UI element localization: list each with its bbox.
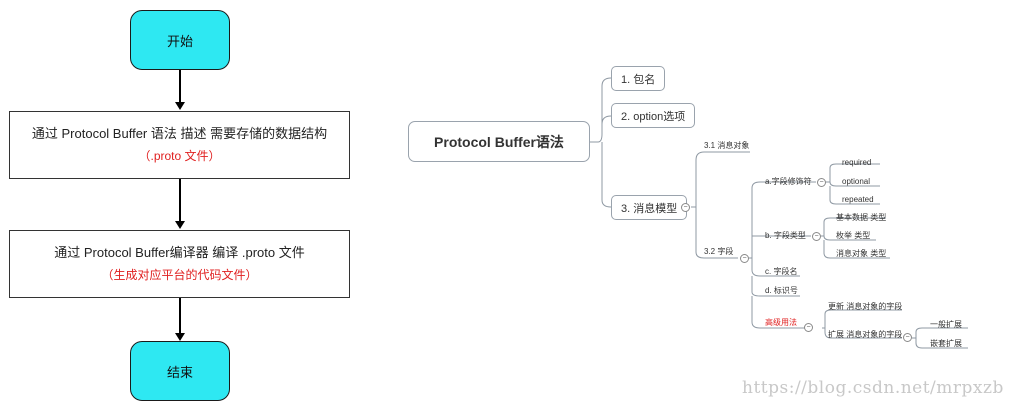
connector-extend-nested bbox=[915, 338, 968, 349]
end-label: 结束 bbox=[166, 364, 193, 380]
start-node: 开始 bbox=[130, 10, 230, 70]
node-type-message: 消息对象 类型 bbox=[836, 249, 887, 258]
connector-field-advanced bbox=[751, 296, 812, 329]
collapse-icon-field[interactable]: − bbox=[740, 254, 749, 263]
watermark: https://blog.csdn.net/mrpxzb bbox=[742, 378, 1004, 398]
connector-field-tag bbox=[751, 276, 800, 297]
start-label: 开始 bbox=[166, 33, 193, 49]
connector-branch3-field bbox=[695, 207, 738, 259]
collapse-icon-field-type[interactable]: − bbox=[812, 232, 821, 241]
mindmap-root: Protocol Buffer语法 bbox=[408, 121, 590, 162]
node-advanced-update: 更新 消息对象的字段 bbox=[828, 302, 903, 311]
node-field-modifier: a.字段修饰符 bbox=[765, 177, 812, 186]
branch-option: 2. option选项 bbox=[611, 103, 696, 128]
step2-note: （生成对应平台的代码文件） bbox=[101, 268, 258, 282]
connector-field-modifier bbox=[749, 181, 816, 259]
mindmap-root-label: Protocol Buffer语法 bbox=[434, 133, 564, 150]
node-field-tag: d. 标识号 bbox=[765, 286, 798, 295]
branch-option-label: 2. option选项 bbox=[621, 110, 686, 123]
arrow-head-2 bbox=[175, 221, 185, 229]
arrow-step2-to-end bbox=[179, 298, 181, 333]
connector-type-message bbox=[823, 240, 890, 259]
connector-advanced-extend bbox=[824, 328, 902, 339]
step2-text: 通过 Protocol Buffer编译器 编译 .proto 文件 bbox=[54, 245, 305, 260]
node-modifier-repeated: repeated bbox=[842, 195, 874, 204]
connector-type-basic bbox=[821, 217, 886, 237]
connector-root-branch3 bbox=[601, 142, 612, 208]
collapse-icon-advanced[interactable]: − bbox=[804, 323, 813, 332]
node-extend-nested: 嵌套扩展 bbox=[930, 339, 962, 348]
connector-type-enum bbox=[823, 235, 876, 241]
node-advanced-extend: 扩展 消息对象的字段 bbox=[828, 330, 903, 339]
arrow-start-to-step1 bbox=[179, 70, 181, 102]
collapse-icon-extend[interactable]: − bbox=[903, 333, 912, 342]
collapse-icon-modifier[interactable]: − bbox=[817, 178, 826, 187]
connector-modifier-optional bbox=[829, 181, 880, 187]
branch-message-model: 3. 消息模型 bbox=[611, 195, 688, 220]
process-step-compile: 通过 Protocol Buffer编译器 编译 .proto 文件 （生成对应… bbox=[9, 230, 350, 298]
end-node: 结束 bbox=[130, 341, 230, 401]
arrow-step1-to-step2 bbox=[179, 179, 181, 221]
connector-root-branch1 bbox=[590, 77, 612, 143]
branch-package-label: 1. 包名 bbox=[621, 73, 656, 86]
node-field: 3.2 字段 bbox=[704, 247, 734, 256]
node-modifier-required: required bbox=[842, 158, 872, 167]
connector-modifier-required bbox=[826, 163, 880, 183]
node-type-enum: 枚举 类型 bbox=[836, 231, 871, 240]
arrow-head-3 bbox=[175, 333, 185, 341]
node-field-name: c. 字段名 bbox=[765, 267, 798, 276]
node-type-basic: 基本数据 类型 bbox=[836, 213, 887, 222]
connector-advanced-update bbox=[822, 309, 902, 329]
node-advanced-usage: 高级用法 bbox=[765, 318, 797, 327]
process-step-define: 通过 Protocol Buffer 语法 描述 需要存储的数据结构 （.pro… bbox=[9, 111, 350, 179]
arrow-head-1 bbox=[175, 102, 185, 110]
connector-extend-normal bbox=[912, 327, 968, 339]
node-field-type: b. 字段类型 bbox=[765, 231, 806, 240]
node-extend-normal: 一般扩展 bbox=[930, 320, 962, 329]
branch-message-model-label: 3. 消息模型 bbox=[621, 202, 678, 215]
connector-modifier-repeated bbox=[829, 186, 880, 205]
connector-branch3-msgobject bbox=[691, 151, 750, 208]
collapse-icon-message-model[interactable]: − bbox=[681, 203, 690, 212]
node-message-object: 3.1 消息对象 bbox=[704, 141, 750, 150]
node-modifier-optional: optional bbox=[842, 177, 871, 186]
connector-field-name bbox=[751, 258, 800, 277]
connector-root-branch2 bbox=[601, 115, 612, 125]
step1-text: 通过 Protocol Buffer 语法 描述 需要存储的数据结构 bbox=[31, 126, 328, 141]
step1-note: （.proto 文件） bbox=[138, 149, 221, 163]
branch-package: 1. 包名 bbox=[611, 66, 666, 91]
